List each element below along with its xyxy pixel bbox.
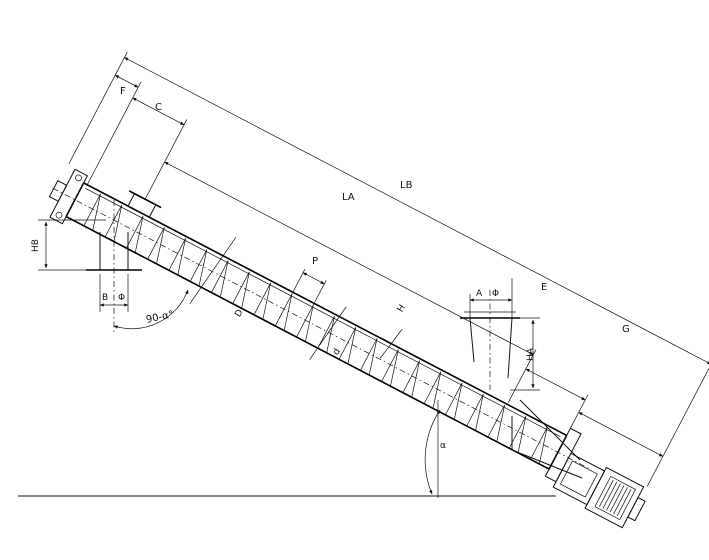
label-E: E [541, 282, 547, 293]
label-d: d [331, 347, 343, 357]
label-phi-inlet: Φ [118, 293, 125, 303]
label-A: A [476, 289, 483, 299]
label-H: H [396, 303, 408, 314]
drive-motor [552, 452, 646, 529]
label-LA: LA [342, 192, 355, 203]
label-C: C [155, 102, 162, 113]
dim-LB [124, 57, 709, 365]
label-LB: LB [400, 180, 413, 191]
label-P: P [312, 256, 318, 267]
label-G: G [622, 324, 630, 335]
label-alpha: α [440, 441, 446, 451]
outlet-spout [460, 290, 520, 390]
angle-arc-complement [113, 289, 189, 330]
conveyor-body [48, 52, 709, 529]
shaft-centerline [52, 187, 590, 469]
screw-flights [83, 193, 548, 465]
label-HB: HB [31, 239, 41, 252]
label-F: F [120, 86, 126, 97]
label-90-alpha: 90-α° [145, 309, 175, 326]
label-D: D [233, 308, 245, 319]
label-phi-outlet: Φ [492, 289, 499, 299]
drive-support [511, 399, 583, 479]
label-HA: HA [526, 347, 536, 361]
angle-arc-alpha [424, 409, 441, 495]
label-B: B [102, 293, 108, 303]
